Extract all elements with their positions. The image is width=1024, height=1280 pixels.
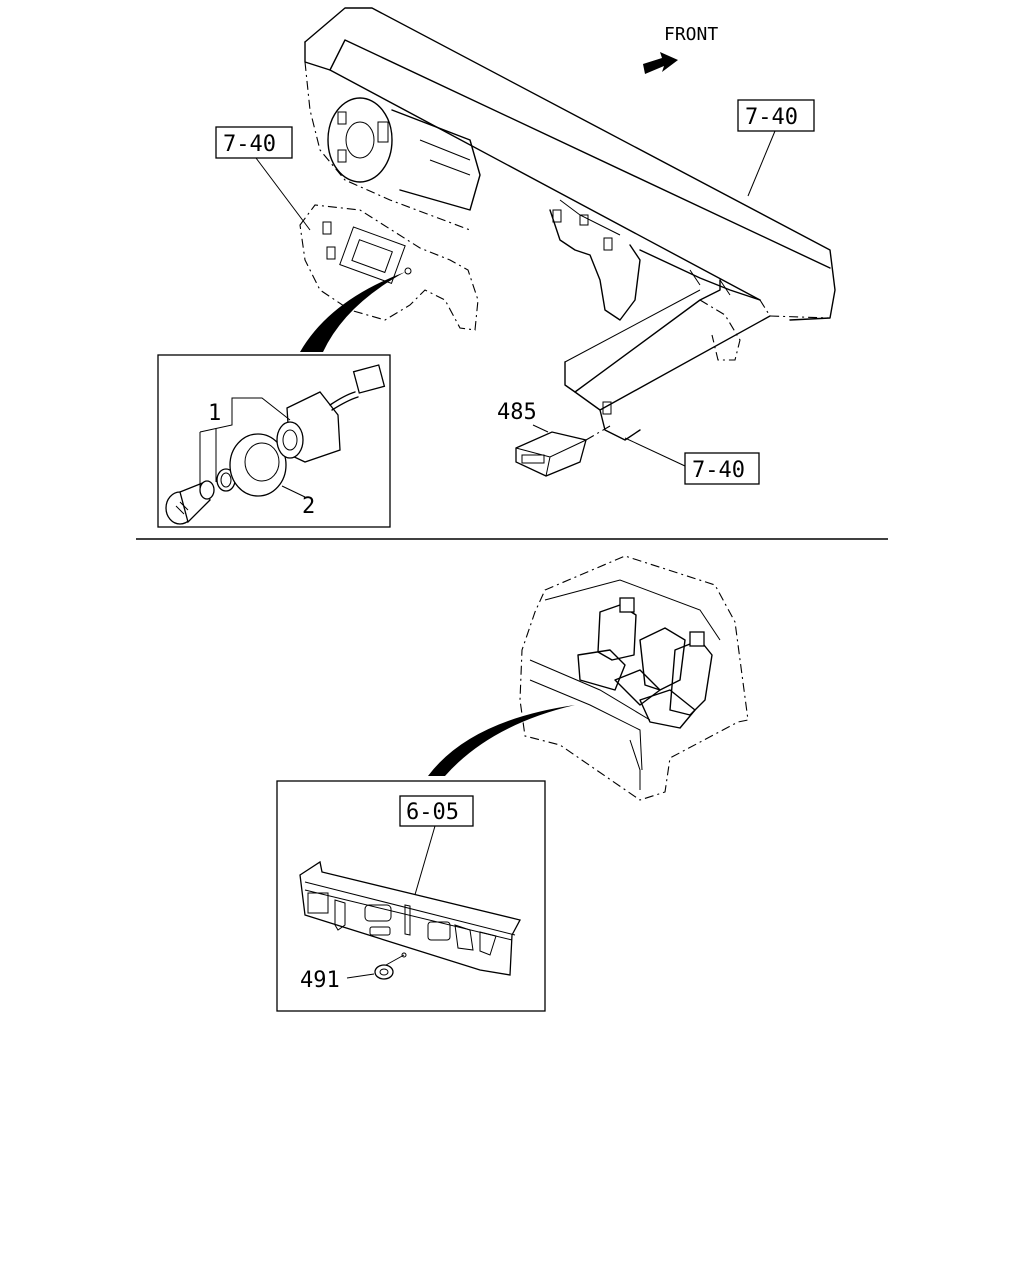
- ref-7-40-top-right: 7-40: [737, 99, 815, 197]
- cab-illustration: [519, 555, 749, 801]
- plug-491: [374, 964, 394, 980]
- arrow-icon: [643, 52, 678, 74]
- svg-text:7-40: 7-40: [745, 105, 798, 130]
- ref-7-40-top-left: 7-40: [215, 126, 311, 231]
- label-part-1: 1: [208, 401, 221, 426]
- front-label: FRONT: [664, 24, 718, 45]
- svg-text:6-05: 6-05: [406, 800, 459, 825]
- label-part-2: 2: [302, 494, 315, 519]
- ref-7-40-mid-right: 7-40: [624, 437, 760, 485]
- instrument-panel: [299, 7, 836, 441]
- label-part-491: 491: [300, 968, 340, 993]
- label-part-485: 485: [497, 400, 537, 425]
- pointer-arrow-top: [300, 272, 405, 352]
- svg-text:7-40: 7-40: [223, 132, 276, 157]
- svg-text:7-40: 7-40: [692, 458, 745, 483]
- relay-485: 485: [497, 400, 611, 477]
- pointer-arrow-bottom: [428, 705, 575, 776]
- dash-panel-inset: 6-05 491: [276, 780, 546, 1012]
- ref-6-05: [399, 795, 474, 827]
- front-arrow: FRONT: [643, 24, 718, 74]
- cigar-lighter-inset: 1 2: [157, 354, 391, 528]
